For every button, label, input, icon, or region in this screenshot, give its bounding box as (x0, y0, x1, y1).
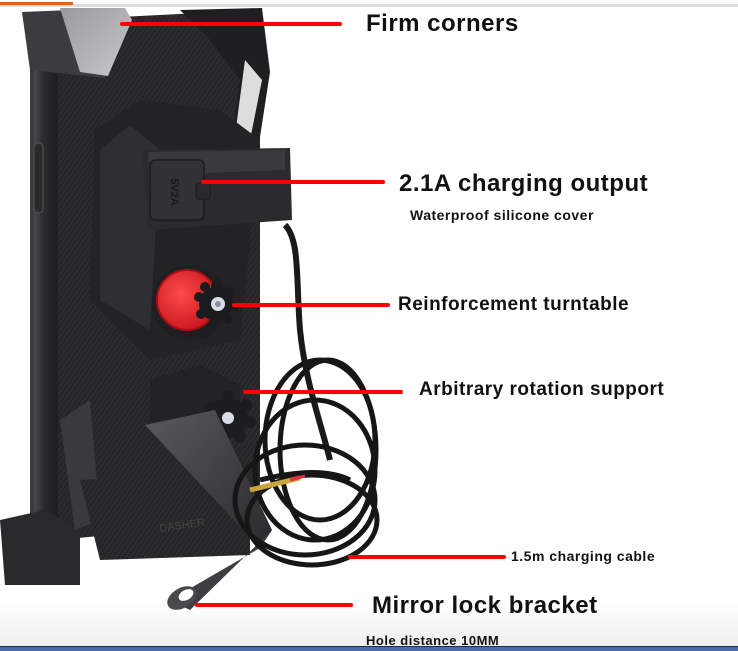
top-accent-bar (0, 2, 73, 5)
callout-charging-output: 2.1A charging output (399, 170, 649, 197)
callout-cable: 1.5m charging cable (511, 548, 656, 564)
callout-bracket: Mirror lock bracket (372, 592, 598, 619)
callout-rotation: Arbitrary rotation support (419, 379, 665, 400)
bottom-fade (0, 600, 738, 646)
leader-line-turntable (232, 303, 390, 307)
usb-charger-box: 5V2A (142, 148, 292, 230)
callout-turntable: Reinforcement turntable (398, 294, 630, 315)
mirror-lock-bracket (145, 410, 272, 610)
leader-line-bracket (195, 603, 353, 607)
leader-line-cable (348, 555, 506, 559)
bottom-bar (0, 646, 738, 651)
reinforcement-turntable (152, 265, 239, 341)
callout-bracket-subtitle: Hole distance 10MM (366, 633, 500, 648)
svg-text:5V2A: 5V2A (168, 178, 180, 206)
callout-charging-output-subtitle: Waterproof silicone cover (410, 207, 594, 223)
callout-firm-corners: Firm corners (366, 10, 519, 37)
leader-line-rotation (243, 390, 403, 394)
leader-line-charging-output (201, 180, 385, 184)
top-divider (0, 4, 738, 7)
coiled-charging-cable (232, 357, 380, 568)
leader-line-firm-corners (120, 22, 342, 26)
